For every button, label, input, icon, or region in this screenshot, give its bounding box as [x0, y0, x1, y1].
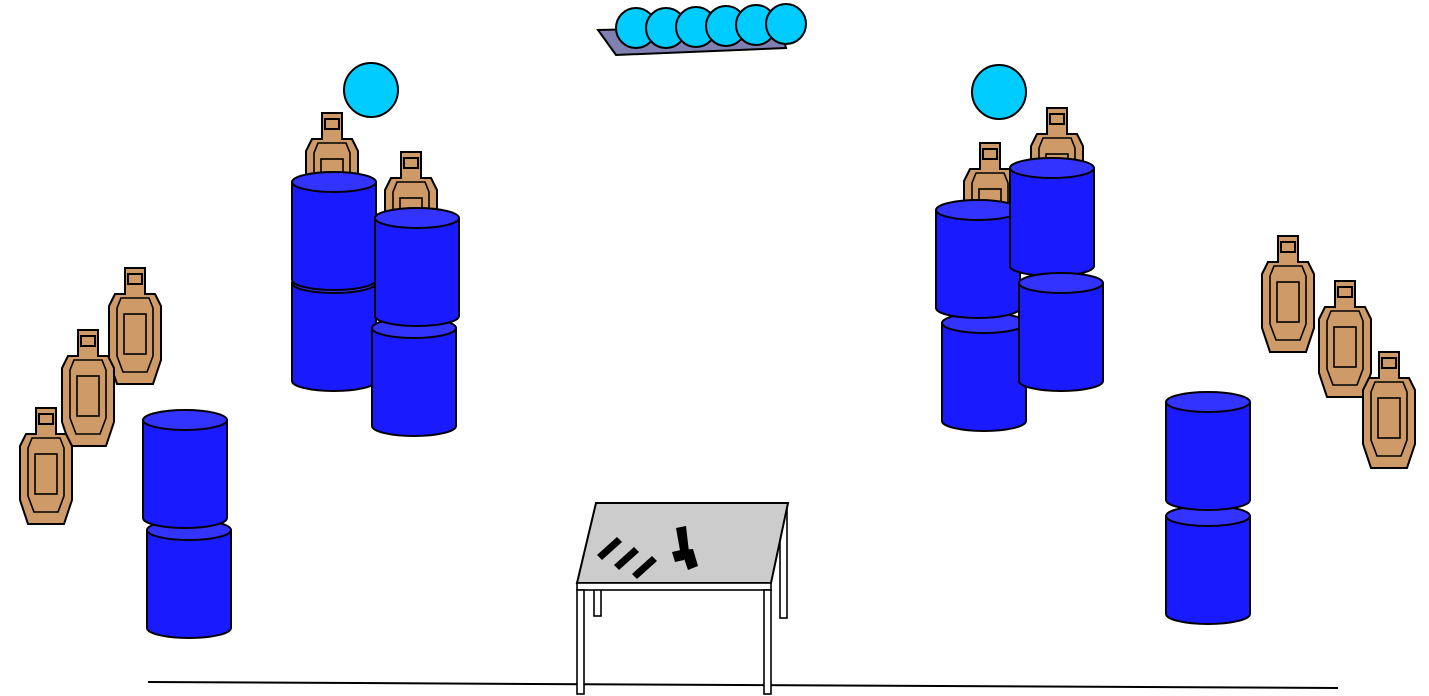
plate-rack: [596, 3, 807, 57]
magazine-2: [614, 547, 639, 570]
barrel-stack-far-left: [142, 409, 232, 639]
barrel: [291, 171, 377, 291]
barrel-stack-right-b: [1009, 157, 1104, 392]
barrel: [1165, 505, 1251, 625]
popper-right: [971, 64, 1027, 120]
barrel: [374, 207, 460, 327]
barrel-stack-far-right: [1165, 391, 1251, 625]
start-table: [575, 502, 790, 695]
paper-target-9: [1318, 280, 1372, 398]
barrel: [941, 312, 1027, 432]
barrel: [935, 199, 1021, 319]
magazines: [597, 537, 657, 579]
barrel: [1165, 391, 1251, 511]
paper-target-8: [1261, 235, 1315, 353]
barrel-stack-left-a: [291, 171, 377, 392]
ground-line: [147, 681, 1339, 689]
magazine-3: [632, 556, 657, 579]
popper-left: [343, 62, 399, 118]
magazine-1: [597, 537, 622, 560]
plate-6: [765, 3, 807, 45]
barrel: [1009, 157, 1095, 277]
barrel-stack-left-b: [371, 207, 460, 437]
barrel: [1018, 272, 1104, 392]
barrel: [142, 409, 228, 529]
paper-target-2: [61, 329, 115, 447]
barrel: [371, 317, 457, 437]
pistol-icon: [672, 526, 698, 570]
paper-target-1: [108, 267, 162, 385]
barrel: [146, 519, 232, 639]
